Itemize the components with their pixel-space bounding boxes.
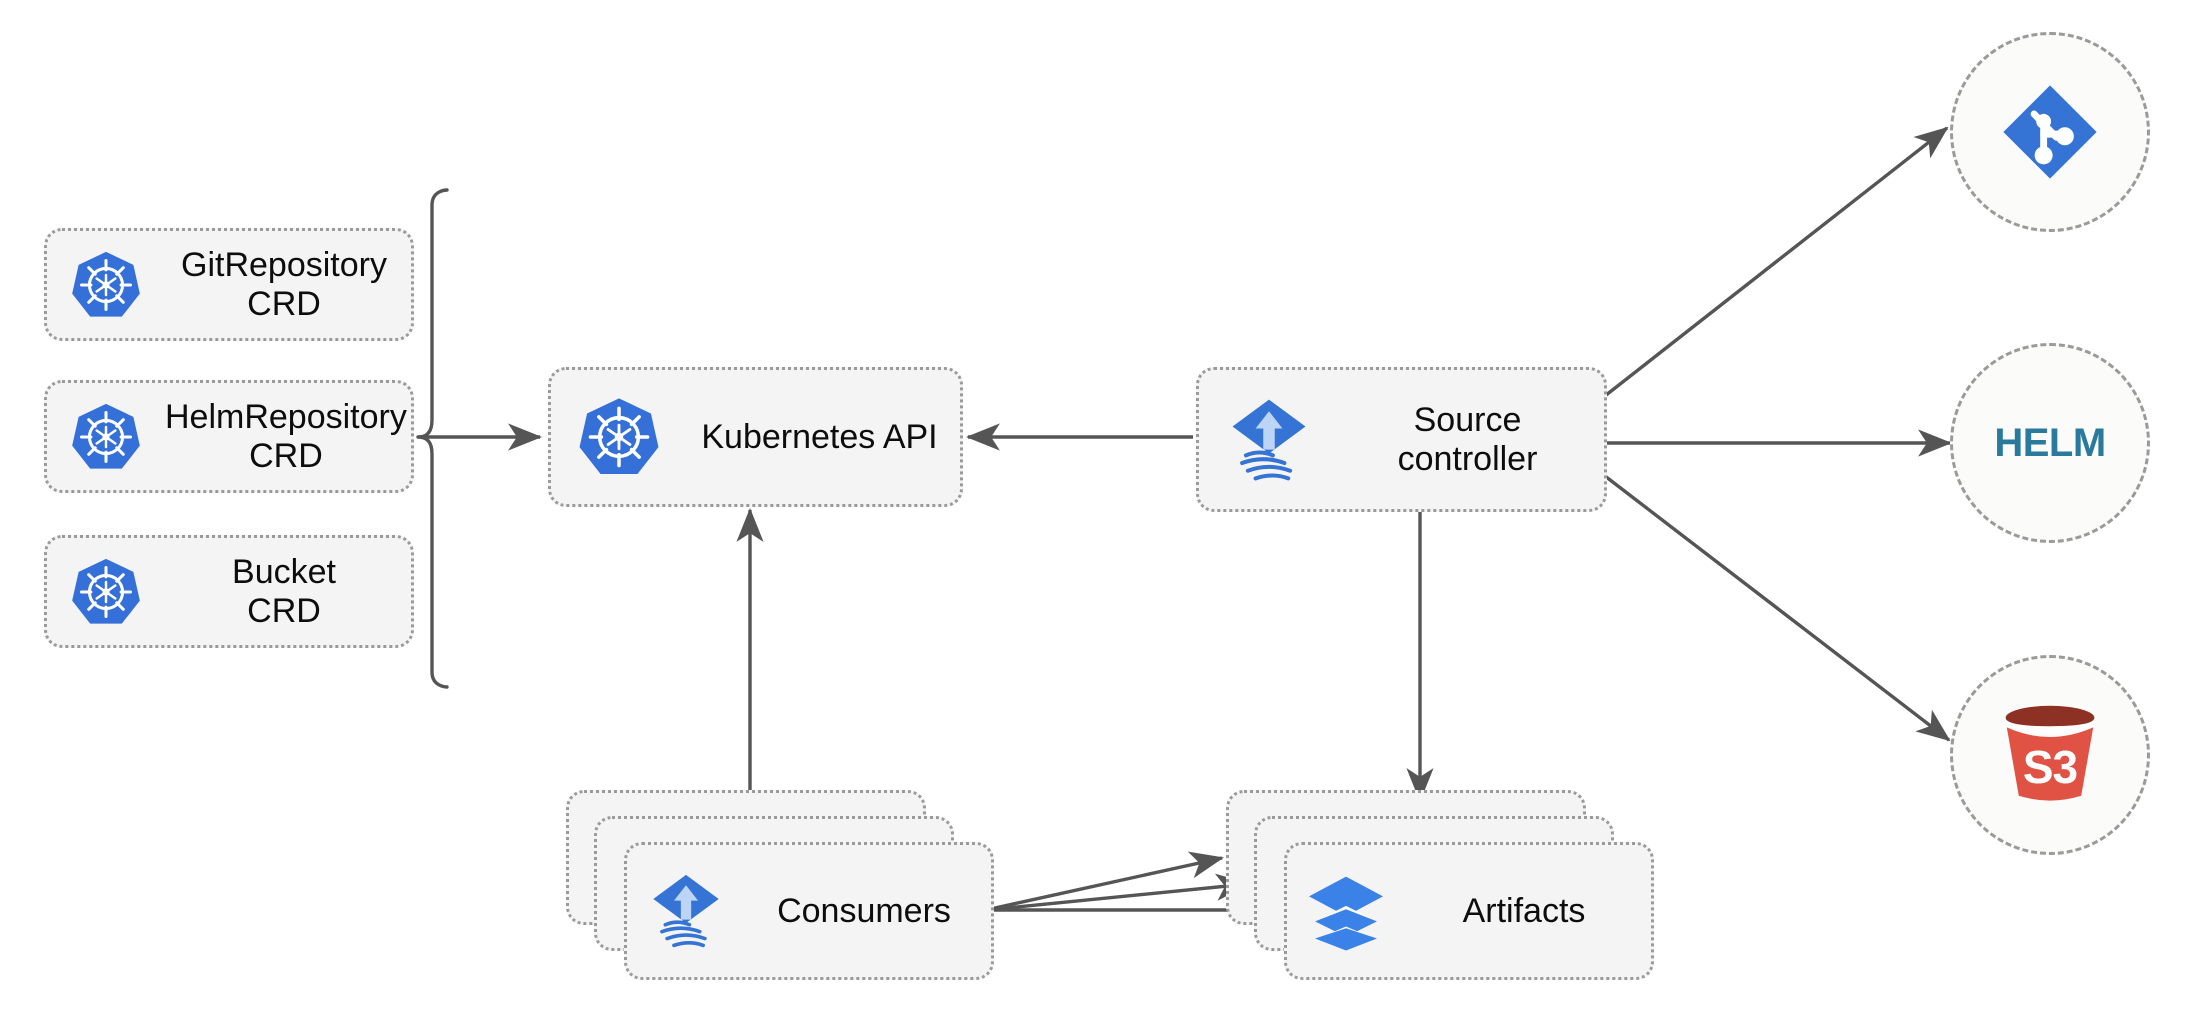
consumers-label: Consumers <box>777 891 951 930</box>
source-controller-node[interactable]: Source controller <box>1196 367 1607 512</box>
artifacts-card-front[interactable]: Artifacts <box>1284 842 1654 980</box>
helmrepository-crd-node[interactable]: HelmRepository CRD <box>44 380 414 493</box>
source-controller-label: Source controller <box>1397 401 1538 478</box>
kubernetes-icon <box>47 556 165 628</box>
kubernetes-icon <box>47 401 165 473</box>
flux-icon <box>1199 392 1339 488</box>
kubernetes-icon <box>47 249 165 321</box>
artifacts-node[interactable]: Artifacts <box>1226 790 1676 980</box>
edge-source-controller-to-s3 <box>1599 471 1951 742</box>
git-icon <box>1997 79 2103 185</box>
gitrepository-crd-node[interactable]: GitRepository CRD <box>44 228 414 341</box>
s3-label: S3 <box>2022 741 2078 793</box>
crd-group-brace <box>416 188 449 689</box>
helm-icon: HELM <box>1990 383 2110 503</box>
s3-source-node[interactable]: S3 <box>1950 655 2150 855</box>
kubernetes-api-node[interactable]: Kubernetes API <box>548 367 963 507</box>
kubernetes-icon <box>551 395 687 479</box>
bucket-crd-label: Bucket CRD <box>232 553 336 630</box>
artifacts-label: Artifacts <box>1462 891 1586 930</box>
s3-bucket-icon: S3 <box>1990 695 2110 815</box>
layers-icon <box>1287 868 1405 954</box>
helm-source-node[interactable]: HELM <box>1950 343 2150 543</box>
consumers-node[interactable]: Consumers <box>566 790 996 980</box>
consumers-card-front[interactable]: Consumers <box>624 842 994 980</box>
bucket-crd-node[interactable]: Bucket CRD <box>44 535 414 648</box>
helm-label: HELM <box>1990 383 2110 503</box>
edge-source-controller-to-git <box>1599 126 1949 401</box>
flux-icon <box>627 868 745 954</box>
edge-consumers-to-artifacts-top <box>985 851 1224 912</box>
git-source-node[interactable] <box>1950 32 2150 232</box>
edge-consumers-to-artifacts-middle <box>985 873 1251 912</box>
gitrepository-crd-label: GitRepository CRD <box>181 246 387 323</box>
helmrepository-crd-label: HelmRepository CRD <box>165 398 407 475</box>
kubernetes-api-label: Kubernetes API <box>701 417 938 456</box>
